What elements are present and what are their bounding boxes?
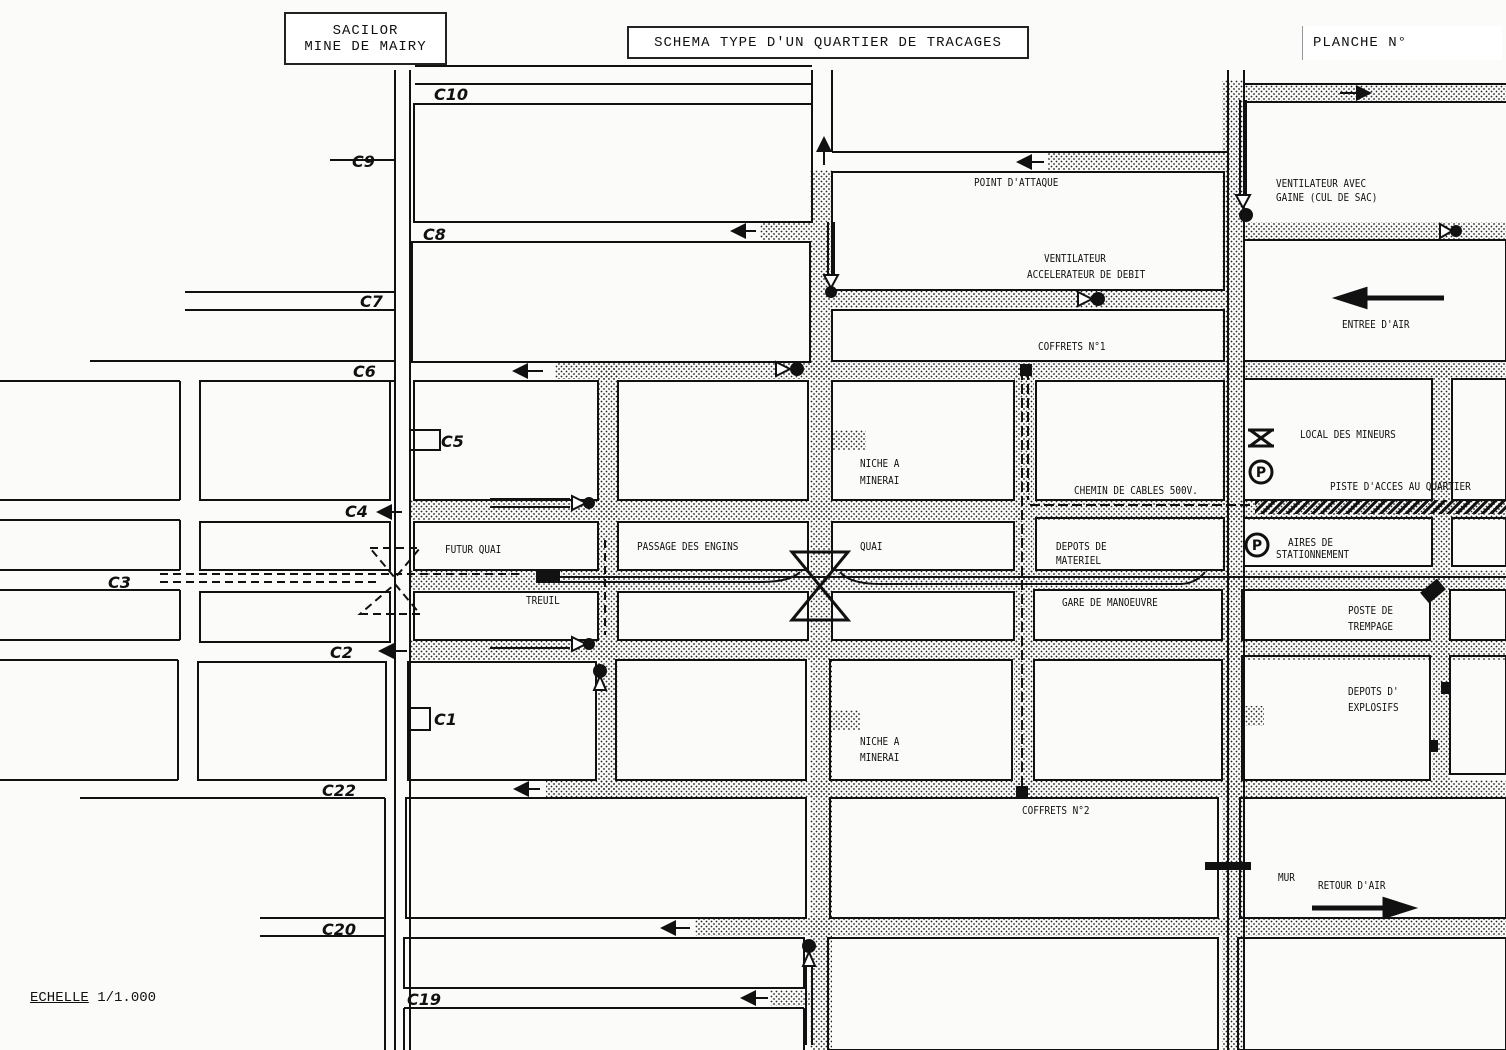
conveyor-line [536, 570, 1506, 585]
active-galleries [410, 80, 1506, 1050]
label-aires-1: AIRES DE [1288, 536, 1334, 549]
big-arrows [1312, 286, 1444, 920]
label-poste-1: POSTE DE [1348, 604, 1394, 617]
scale: ECHELLE 1/1.000 [30, 990, 156, 1006]
label-depots-mat-2: MATERIEL [1056, 554, 1102, 567]
label-passage: PASSAGE DES ENGINS [637, 540, 739, 553]
title-box: SCHEMA TYPE D'UN QUARTIER DE TRACAGES [627, 26, 1029, 59]
gallery-c10: C10 [434, 85, 469, 104]
label-aires-2: STATIONNEMENT [1276, 548, 1350, 561]
scale-value: 1/1.000 [97, 990, 157, 1006]
label-ventilateur-acc-1: VENTILATEUR [1044, 252, 1106, 265]
gallery-c1: C1 [434, 710, 457, 729]
coffret-1-icon [1020, 364, 1032, 376]
gallery-c5: C5 [441, 432, 464, 451]
label-ventilateur-gaine-2: GAINE (CUL DE SAC) [1276, 191, 1378, 204]
trempage-icon [1420, 578, 1446, 604]
page-title: SCHEMA TYPE D'UN QUARTIER DE TRACAGES [654, 34, 1002, 51]
label-depots-exp-1: DEPOTS D' [1348, 685, 1399, 698]
plate-number: PLANCHE N° [1313, 35, 1408, 51]
label-niche-2a: NICHE A [860, 735, 900, 748]
label-ventilateur-gaine-1: VENTILATEUR AVEC [1276, 177, 1367, 190]
parking-letter-1: P [1256, 465, 1266, 481]
local-mineurs-icon [1248, 428, 1274, 448]
label-futur-quai: FUTUR QUAI [445, 543, 502, 556]
gallery-c9: C9 [352, 152, 375, 171]
fan-icon [571, 194, 1462, 967]
label-niche-1a: NICHE A [860, 457, 900, 470]
label-entree-air: ENTREE D'AIR [1342, 318, 1410, 331]
plate-box: PLANCHE N° [1302, 26, 1502, 60]
gallery-c8: C8 [423, 225, 446, 244]
scale-label: ECHELLE [30, 990, 89, 1006]
label-point-attaque: POINT D'ATTAQUE [974, 176, 1059, 189]
label-depots-exp-2: EXPLOSIFS [1348, 701, 1399, 714]
explosives-marker [1441, 682, 1449, 694]
label-gare: GARE DE MANOEUVRE [1062, 596, 1158, 609]
gallery-c19: C19 [407, 990, 442, 1009]
label-chemin-cables: CHEMIN DE CABLES 500V. [1074, 484, 1198, 497]
wall-icon [1205, 862, 1251, 870]
company-box: SACILOR MINE DE MAIRY [284, 12, 447, 65]
parking-letter-2: P [1252, 538, 1262, 554]
gallery-c2: C2 [330, 643, 353, 662]
future-quay [160, 540, 606, 635]
label-mur: MUR [1278, 871, 1295, 884]
airlock-icon [788, 550, 852, 622]
coffret-2-icon [1016, 786, 1028, 798]
label-coffrets-2: COFFRETS N°2 [1022, 804, 1090, 817]
label-local-mineurs: LOCAL DES MINEURS [1300, 428, 1396, 441]
gallery-c20: C20 [322, 920, 357, 939]
label-ventilateur-acc-2: ACCELERATEUR DE DEBIT [1027, 268, 1146, 281]
gallery-outlines [0, 65, 1506, 1050]
explosives-marker-2 [1430, 740, 1438, 752]
gallery-c4: C4 [345, 502, 368, 521]
label-poste-2: TREMPAGE [1348, 620, 1394, 633]
label-quai: QUAI [860, 540, 883, 553]
company-name: SACILOR [332, 22, 399, 39]
mine-name: MINE DE MAIRY [304, 38, 427, 55]
parking-icon [1244, 459, 1274, 558]
gallery-c22: C22 [322, 781, 357, 800]
label-niche-1b: MINERAI [860, 474, 900, 487]
airflow-arrows [376, 85, 1372, 1006]
label-niche-2b: MINERAI [860, 751, 900, 764]
gallery-c6: C6 [353, 362, 376, 381]
label-coffrets-1: COFFRETS N°1 [1038, 340, 1106, 353]
gallery-c3: C3 [108, 573, 131, 592]
vent-ducts [490, 100, 1247, 1045]
cable-path [1021, 370, 1250, 790]
label-retour-air: RETOUR D'AIR [1318, 879, 1386, 892]
gallery-c7: C7 [360, 292, 383, 311]
label-depots-mat-1: DEPOTS DE [1056, 540, 1107, 553]
access-track [1255, 500, 1506, 514]
label-piste: PISTE D'ACCES AU QUARTIER [1330, 480, 1471, 493]
label-treuil: TREUIL [526, 594, 560, 607]
